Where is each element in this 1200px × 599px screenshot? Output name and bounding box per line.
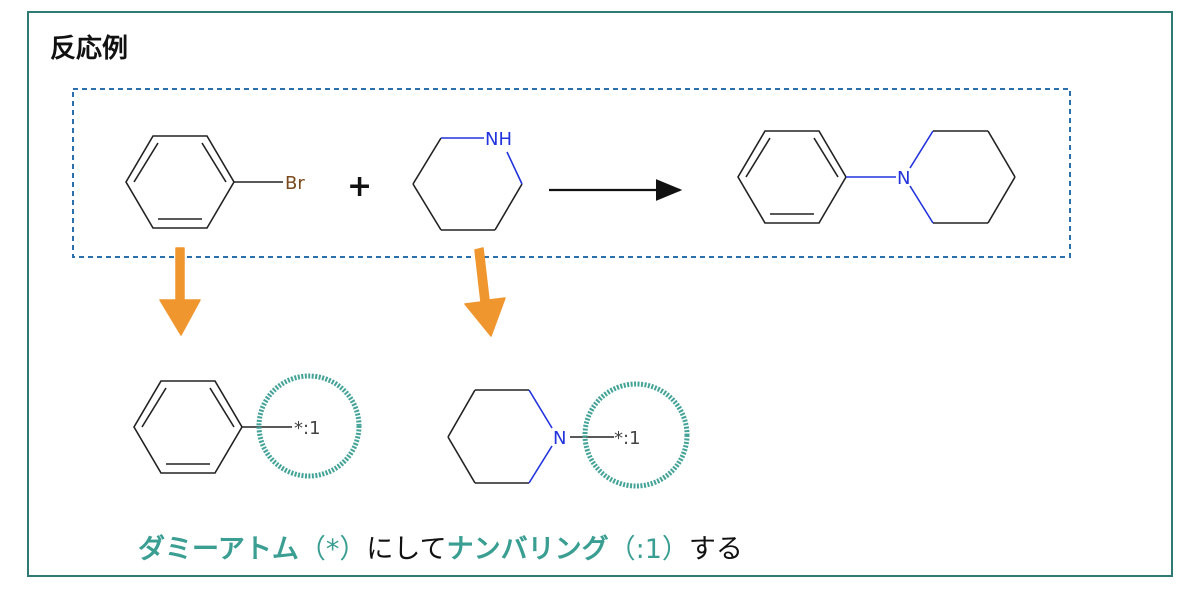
- piperidine: [412, 137, 523, 231]
- caption-asterisk: （*）: [298, 534, 367, 565]
- bromobenzene: [125, 135, 283, 229]
- dummy-atom-circle-left: [256, 373, 362, 479]
- caption: ダミーアトム（*）にしてナンバリング（:1）する: [138, 527, 743, 566]
- caption-numbering: ナンバリング: [446, 534, 609, 565]
- plus-sign: +: [347, 169, 372, 204]
- bromine-label: Br: [285, 173, 305, 194]
- fragment2-n-label: N: [553, 428, 566, 449]
- product-n-label: N: [897, 168, 910, 189]
- product-phenylpiperidine: [737, 130, 1016, 224]
- fragment-piperidine: [447, 389, 614, 484]
- orange-arrow-left: [159, 247, 201, 336]
- figure-frame: [27, 11, 1173, 577]
- caption-colon-one: （:1）: [608, 534, 689, 565]
- fragment1-dummy-label: *:1: [294, 418, 321, 439]
- caption-nishite: にして: [366, 534, 447, 565]
- caption-suru: する: [688, 534, 743, 565]
- figure-title: 反応例: [50, 34, 129, 64]
- fragment2-dummy-label: *:1: [614, 428, 641, 449]
- fragment-phenyl: [133, 380, 292, 474]
- dummy-atom-circle-right: [582, 381, 690, 489]
- nh-label: NH: [485, 129, 512, 150]
- reaction-box: [72, 88, 1071, 258]
- orange-arrow-right: [464, 247, 506, 337]
- caption-dummy-atom: ダミーアトム: [138, 534, 299, 565]
